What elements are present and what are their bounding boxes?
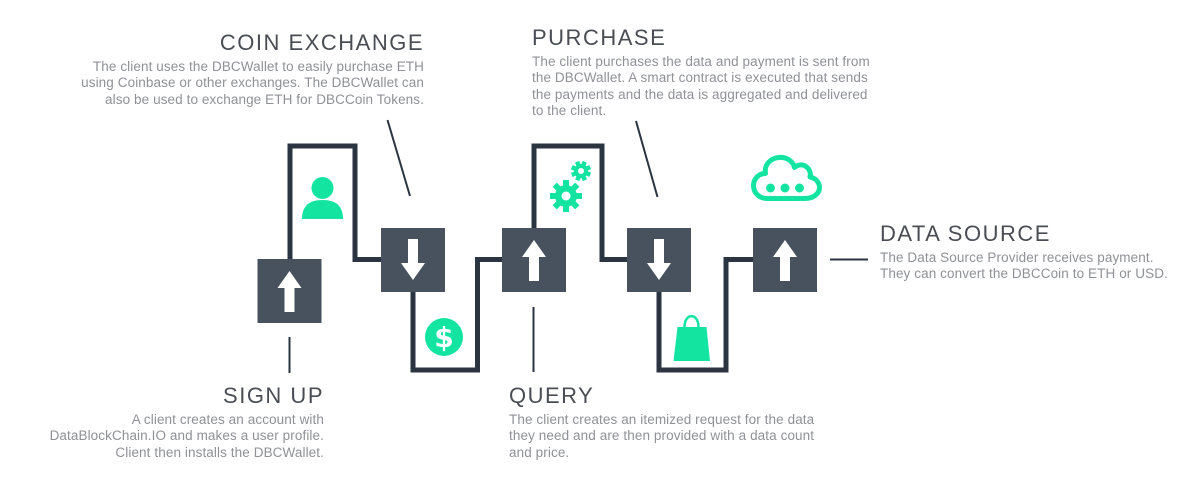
- bag-body: [673, 327, 710, 361]
- dollar-coin-icon: $: [425, 318, 463, 356]
- step-description: The Data Source Provider receives paymen…: [880, 250, 1168, 282]
- cloud-outline: [751, 154, 822, 201]
- coin-circle: [425, 318, 463, 356]
- gear-large: [550, 180, 582, 212]
- cloud-dot: [780, 183, 790, 193]
- bag-handle: [683, 314, 700, 328]
- step-sign-up: SIGN UP A client creates an account with…: [0, 384, 324, 461]
- step-title: SIGN UP: [223, 383, 324, 408]
- connector-purchase: [635, 120, 659, 198]
- cloud-dot: [766, 183, 775, 193]
- gear-small: [570, 160, 592, 182]
- step-purchase: PURCHASE The client purchases the data a…: [532, 26, 932, 119]
- step-title: PURCHASE: [532, 25, 667, 50]
- step-title: QUERY: [509, 383, 595, 408]
- step-query: QUERY The client creates an itemized req…: [509, 384, 889, 461]
- dollar-symbol: $: [434, 321, 453, 354]
- path-purchase-to-datasource: [656, 257, 759, 373]
- step-title: COIN EXCHANGE: [219, 30, 424, 55]
- gears-icon: [550, 160, 592, 212]
- shopping-bag-icon: [673, 314, 710, 361]
- step-description: The client uses the DBCWallet to easily …: [81, 59, 424, 107]
- path-coin-to-query: [410, 257, 508, 373]
- step-data-source: DATA SOURCE The Data Source Provider rec…: [880, 222, 1200, 283]
- cloud-icon: [751, 154, 822, 201]
- path-query-to-purchase: [531, 143, 633, 262]
- user-icon: [302, 177, 343, 219]
- user-shoulders: [302, 200, 343, 219]
- step-description: A client creates an account with DataBlo…: [49, 412, 324, 460]
- connector-coin-exchange: [386, 119, 411, 197]
- step-title: DATA SOURCE: [880, 221, 1051, 246]
- step-coin-exchange: COIN EXCHANGE The client uses the DBCWal…: [4, 31, 424, 108]
- flow-path: [287, 143, 759, 373]
- cloud-dot: [795, 183, 804, 193]
- user-head: [311, 177, 334, 199]
- callout-connectors: [288, 119, 868, 373]
- path-signup-to-coin: [287, 143, 387, 265]
- step-description: The client purchases the data and paymen…: [532, 54, 870, 118]
- step-description: The client creates an itemized request f…: [509, 412, 815, 460]
